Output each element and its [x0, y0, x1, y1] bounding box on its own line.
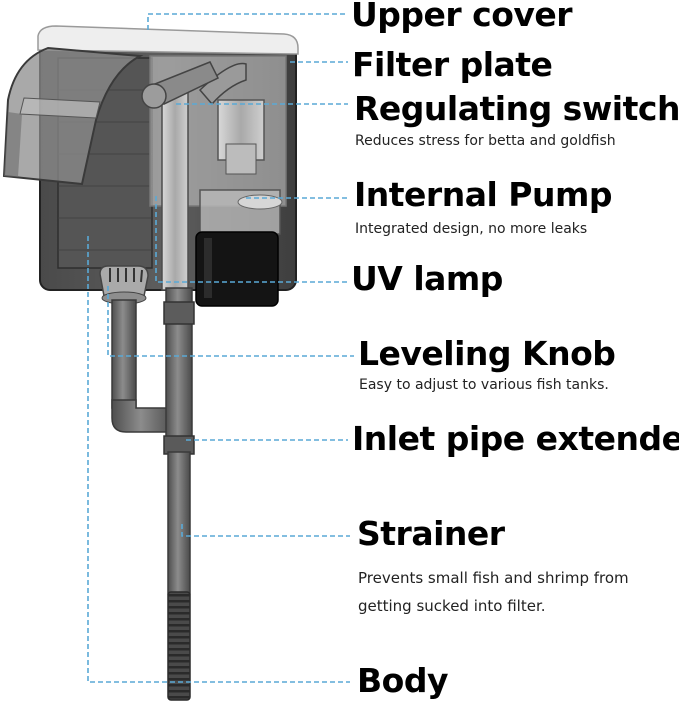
label-leveling-knob: Leveling Knob — [358, 334, 616, 373]
label-body: Body — [357, 661, 448, 700]
leveling-knob — [99, 265, 149, 305]
label-regulating-switch: Regulating switch — [354, 89, 679, 128]
strainer — [167, 591, 191, 701]
intake-tube — [161, 89, 189, 291]
desc-internal-pump: Integrated design, no more leaks — [355, 221, 588, 237]
label-internal-pump: Internal Pump — [354, 175, 612, 214]
upper-cover — [37, 25, 299, 55]
leader-lines — [87, 13, 354, 683]
desc-strainer-line-1: Prevents small fish and shrimp from — [358, 569, 629, 587]
label-strainer: Strainer — [357, 514, 505, 553]
desc-strainer-line-2: getting sucked into filter. — [358, 597, 546, 615]
leader-uv-lamp — [155, 196, 348, 283]
label-filter-plate: Filter plate — [352, 45, 553, 84]
regulating-switch — [198, 62, 247, 106]
desc-regulating-switch: Reduces stress for betta and goldfish — [355, 133, 616, 149]
label-uv-lamp: UV lamp — [351, 259, 503, 298]
label-upper-cover: Upper cover — [351, 0, 573, 34]
desc-leveling-knob: Easy to adjust to various fish tanks. — [359, 377, 609, 393]
leader-leveling-knob — [107, 286, 354, 357]
leader-strainer — [181, 524, 350, 537]
leader-body — [87, 236, 350, 683]
leader-upper-cover — [147, 13, 348, 30]
label-inlet-pipe: Inlet pipe extended — [352, 419, 679, 458]
uv-lamp — [195, 231, 279, 307]
filter-illustration — [2, 25, 299, 701]
